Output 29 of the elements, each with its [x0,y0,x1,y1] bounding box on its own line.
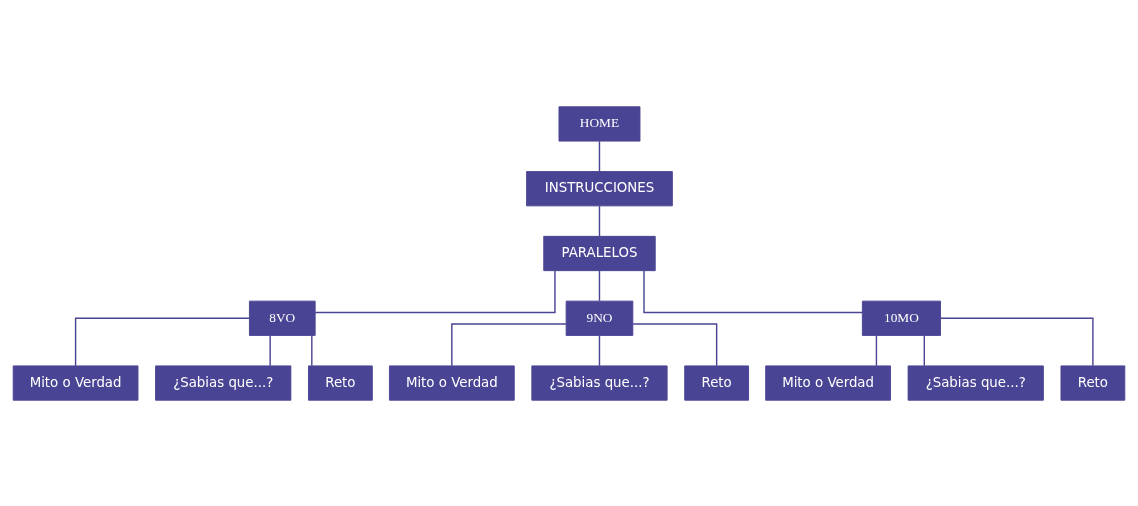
node-box: ¿Sabias que...? [531,364,668,401]
connector [598,204,601,237]
connector [598,334,601,366]
connector [311,334,313,366]
connector [451,322,567,366]
connector [598,269,601,302]
node-box: Mito o Verdad [12,364,139,401]
node-box: 9NO [565,300,634,336]
connector [875,334,878,366]
connector [632,322,718,366]
connector [923,334,925,366]
node-box: ¿Sabias que...? [907,364,1044,401]
node-box: Reto [1060,364,1126,401]
node-box: 10MO [861,300,941,336]
node-box: Reto [308,364,373,401]
connector [939,317,1094,366]
node-box: 8VO [248,300,316,336]
node-box: INSTRUCCIONES [526,170,673,206]
node-box: Mito o Verdad [388,364,515,401]
node-box: Reto [684,364,750,401]
connector [269,334,271,366]
connector [74,317,250,366]
node-box: ¿Sabias que...? [155,364,292,401]
connector [598,140,601,172]
connector [643,269,864,313]
node-box: PARALELOS [543,235,656,271]
connector [314,269,556,313]
node-box: Mito o Verdad [765,364,891,401]
node-box: HOME [558,105,641,142]
